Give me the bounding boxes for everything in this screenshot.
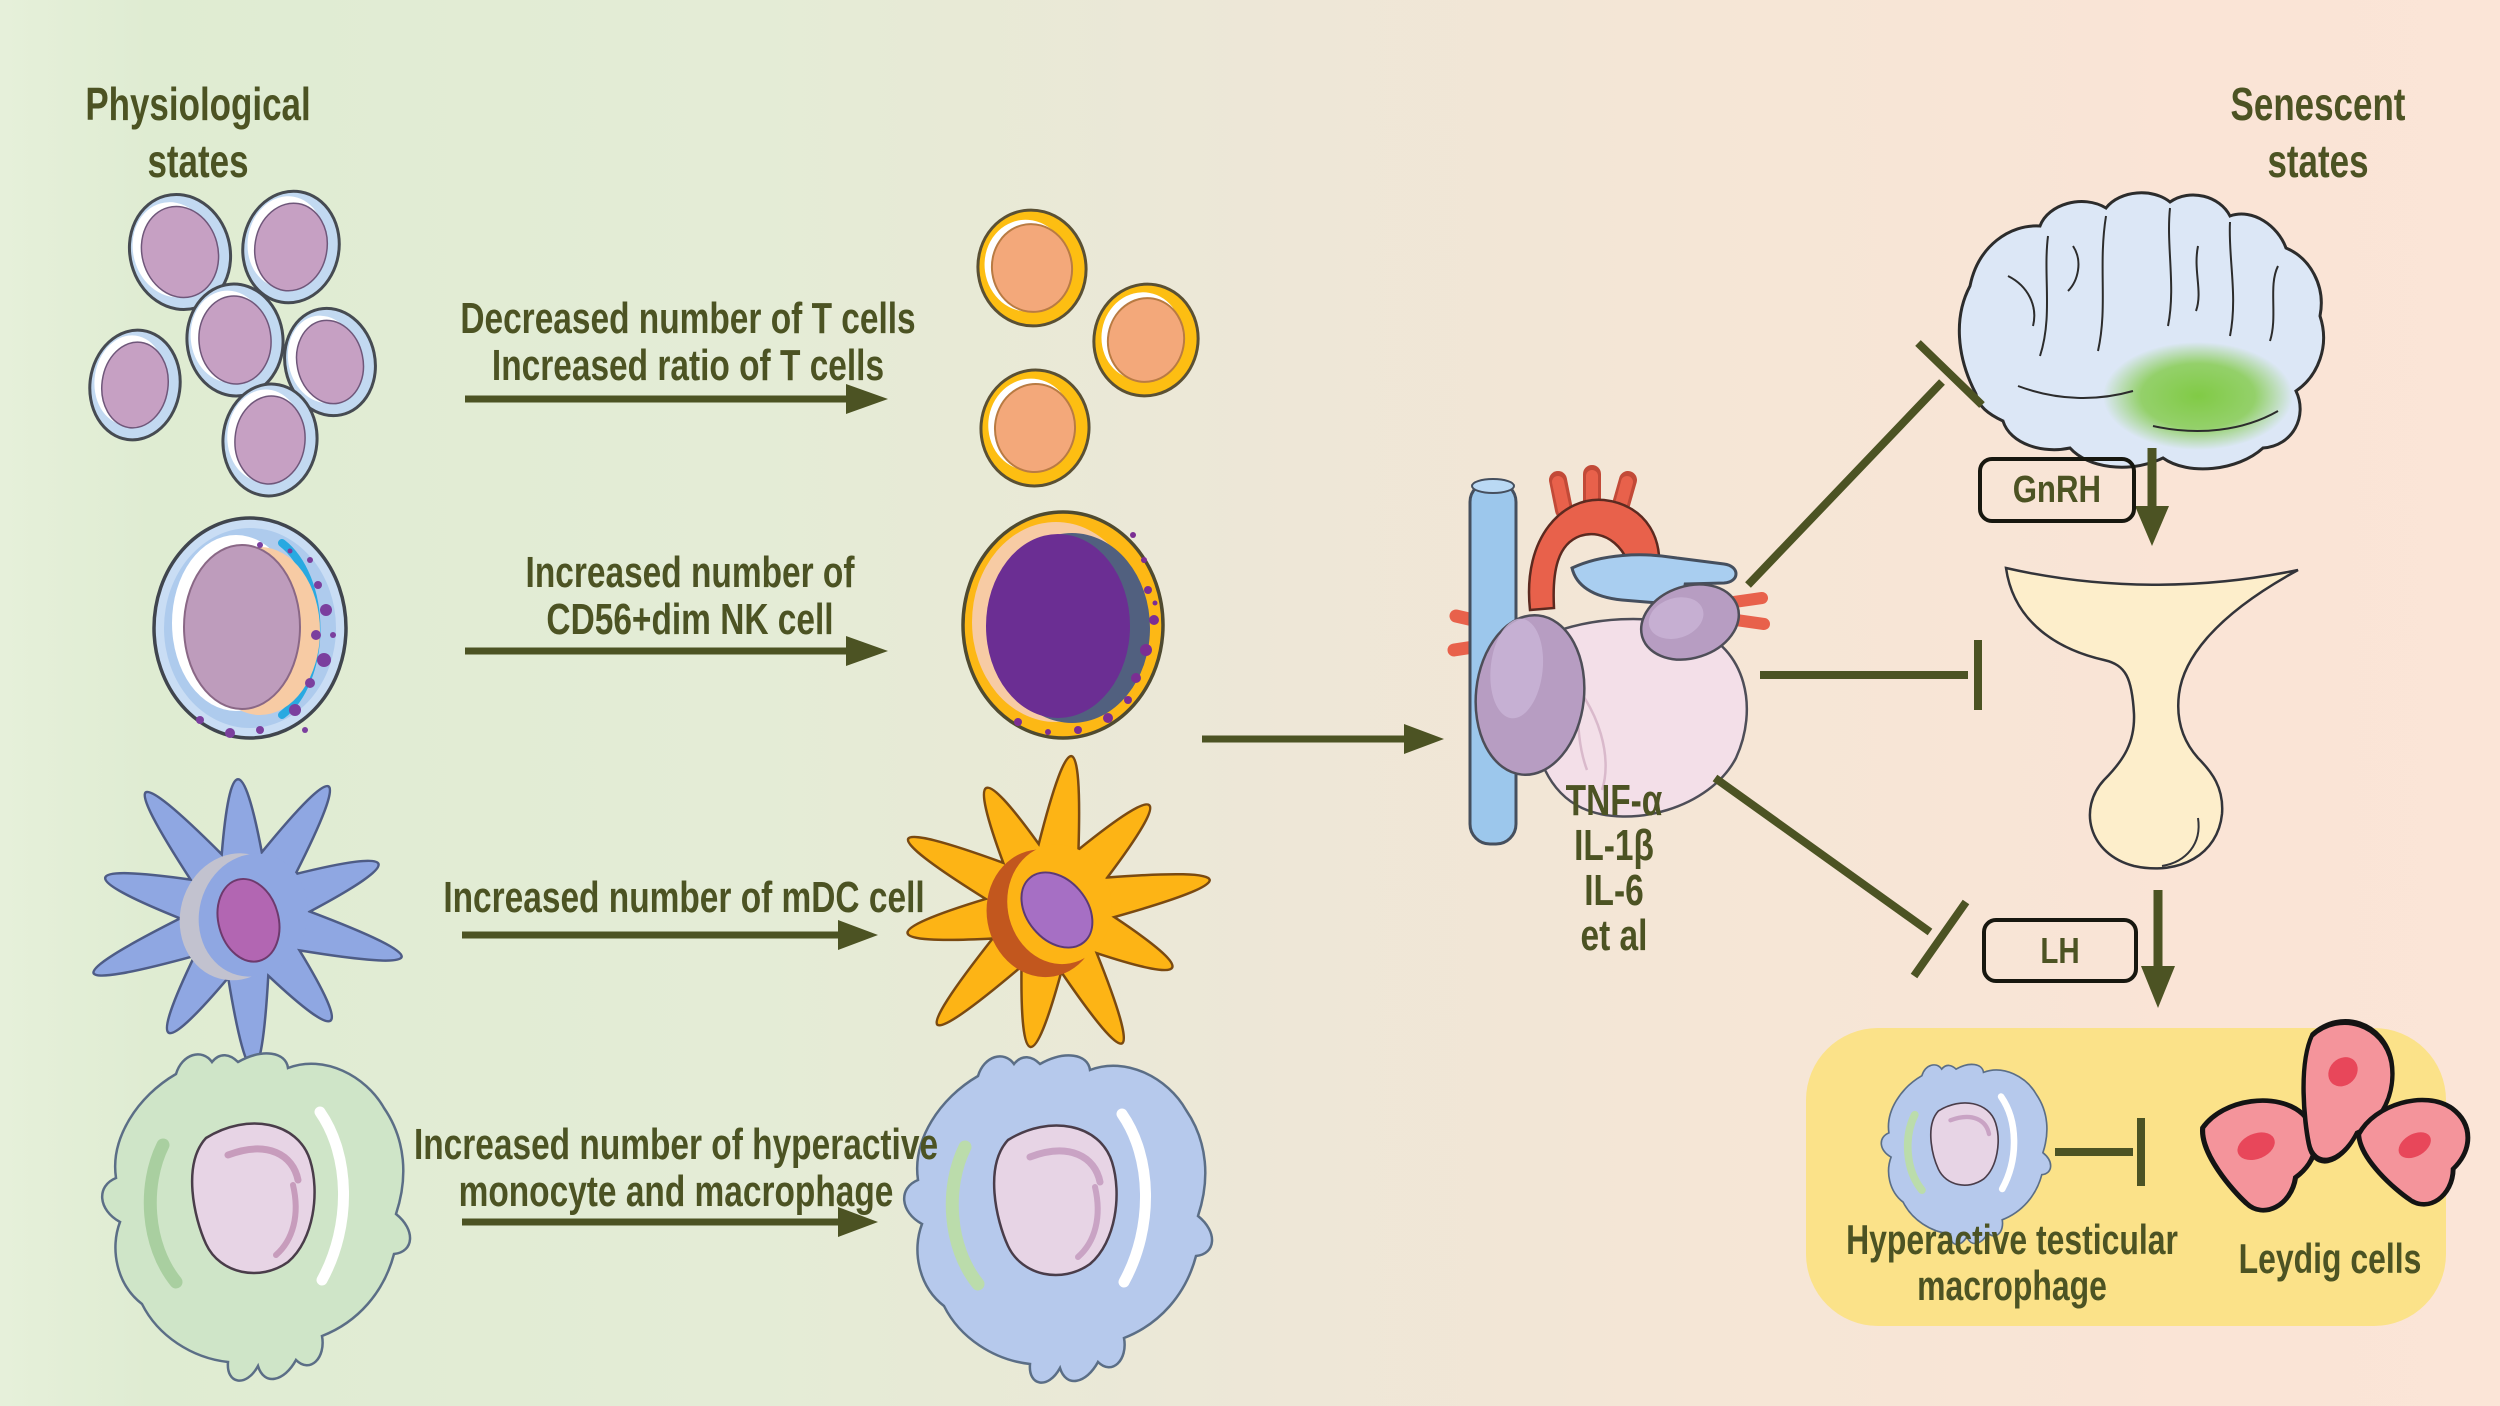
arrow-lh-to-testis xyxy=(2141,890,2175,1008)
macrophage-physiological xyxy=(100,1052,412,1382)
nk-granules xyxy=(196,542,336,738)
cytokine-line: TNF-α xyxy=(1565,776,1663,825)
nk-granules xyxy=(1014,532,1159,735)
t-cell xyxy=(88,189,377,498)
title-line: Senescent xyxy=(2230,78,2406,130)
gnrh-label: GnRH xyxy=(2012,468,2102,511)
inhibition-line-heart-to-pituitary xyxy=(1760,640,1982,710)
cytokine-list: TNF-α IL-1β IL-6 et al xyxy=(1462,778,1766,958)
nk-cell-senescent xyxy=(961,510,1165,740)
nk-cell-physiological xyxy=(152,516,348,740)
cytokine-line: et al xyxy=(1580,911,1648,960)
brain-illustration xyxy=(1957,191,2325,471)
macrophage-senescent xyxy=(902,1054,1214,1384)
label-monocyte: Increased number of hyperactive monocyte… xyxy=(334,1121,1018,1215)
label-line: Increased number of xyxy=(525,548,855,597)
inhibition-line-heart-to-brain xyxy=(1745,340,1985,588)
heart-illustration xyxy=(1447,465,1770,846)
label-line: Leydig cells xyxy=(2238,1235,2422,1282)
leydig-cells-illustration xyxy=(2200,1019,2471,1213)
pituitary-illustration xyxy=(2004,566,2299,870)
label-line: macrophage xyxy=(1917,1262,2107,1309)
brain-gyri xyxy=(2007,207,2279,432)
t-cells-senescent xyxy=(976,208,1200,488)
label-line: Increased number of mDC cell xyxy=(443,873,925,922)
gnrh-box: GnRH xyxy=(1978,457,2136,523)
arrow-to-heart xyxy=(1202,724,1444,754)
mdc-cell-physiological xyxy=(92,778,403,1070)
label-nk-cell: Increased number of CD56+dim NK cell xyxy=(348,549,1032,643)
heart-right-atrium xyxy=(1474,613,1586,777)
physiological-states-title: Physiological states xyxy=(0,76,464,190)
title-line: Physiological xyxy=(85,78,311,130)
t-cell-cluster-physiological xyxy=(88,189,377,498)
label-line: monocyte and macrophage xyxy=(458,1167,894,1216)
label-mdc-cell: Increased number of mDC cell xyxy=(342,874,1026,921)
label-line: Hyperactive testicular xyxy=(1846,1216,2178,1263)
testicular-macrophage-illustration xyxy=(1880,1063,2052,1246)
cytokine-line: IL-1β xyxy=(1574,821,1654,870)
senescent-states-title: Senescent states xyxy=(2052,76,2500,190)
cytokine-line: IL-6 xyxy=(1584,866,1644,915)
title-line: states xyxy=(2267,135,2369,187)
hypothalamus-highlight xyxy=(2103,342,2293,450)
mdc-cell-senescent xyxy=(906,755,1211,1049)
lh-label: LH xyxy=(2040,929,2080,971)
label-t-cells: Decreased number of T cells Increased ra… xyxy=(346,295,1030,389)
label-testicular-macrophage: Hyperactive testicular macrophage xyxy=(1746,1217,2278,1309)
label-leydig-cells: Leydig cells xyxy=(2140,1236,2500,1282)
label-line: Decreased number of T cells xyxy=(460,294,916,343)
heart-left-atrium xyxy=(1639,583,1741,661)
lh-box: LH xyxy=(1982,918,2138,983)
title-line: states xyxy=(147,135,249,187)
label-line: Increased number of hyperactive xyxy=(413,1120,939,1169)
heart-pulmonary-artery xyxy=(1570,553,1738,607)
arrow-mdc-cell xyxy=(462,920,878,950)
label-line: CD56+dim NK cell xyxy=(546,595,834,644)
label-line: Increased ratio of T cells xyxy=(491,341,885,390)
